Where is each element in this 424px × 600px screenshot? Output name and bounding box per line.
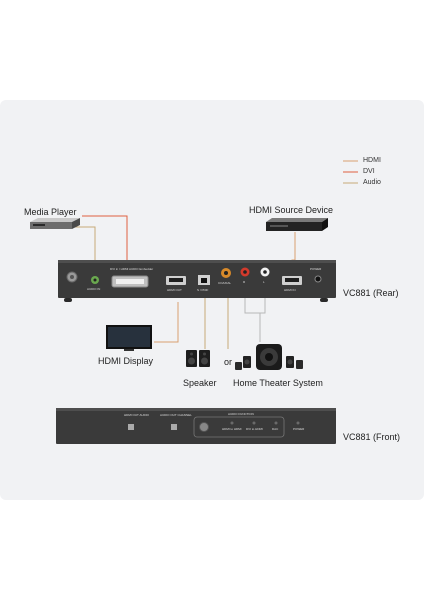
speaker-device: [186, 350, 210, 367]
hdmi-source-label: HDMI Source Device: [249, 205, 334, 215]
rear-coaxial-label: COAXIAL: [218, 281, 232, 285]
hdmi-display-label: HDMI Display: [98, 356, 154, 366]
media-player-device: [30, 218, 80, 229]
rear-hdmi-in-label: HDMI IN: [284, 288, 296, 292]
speaker-label: Speaker: [183, 378, 217, 388]
home-theater-label: Home Theater System: [233, 378, 323, 388]
front-dac-label: DAC: [272, 427, 279, 431]
legend-hdmi-label: HDMI: [363, 157, 381, 164]
media-player-label: Media Player: [24, 207, 77, 217]
front-panel: [56, 408, 336, 444]
home-theater-device: [235, 344, 303, 370]
legend-audio-label: Audio: [363, 179, 381, 186]
hdmi-display-cable: [154, 302, 179, 343]
rear-power-label: POWER: [310, 267, 322, 271]
rear-hdmi-out-label: HDMI OUT: [167, 288, 182, 292]
or-label: or: [224, 357, 233, 367]
front-hdmi-out-audio-label: HDMI OUT AUDIO: [124, 413, 149, 417]
front-audio-out-channel-label: AUDIO OUT CHANNEL: [160, 413, 192, 417]
front-audio-function-label: AUDIO FUNCTION: [228, 412, 254, 416]
rear-caption: VC881 (Rear): [343, 288, 399, 298]
front-power-label: POWER: [293, 427, 305, 431]
front-dvi-to-hdmi-label: DVI to HDMI: [246, 427, 263, 431]
rear-l-label: L: [263, 280, 265, 284]
rear-audio-in-label: AUDIO IN: [87, 287, 101, 291]
home-theater-cable-r: [260, 296, 266, 314]
dvi-cable: [82, 215, 128, 275]
front-hdmi-to-hdmi-label: HDMI to HDMI: [222, 427, 242, 431]
hdmi-display-device: [106, 325, 152, 351]
rear-spdif-label: S / PDIF: [197, 288, 209, 292]
rear-dvi-label: DVI in / HDMI AUDIO Embedder: [110, 267, 154, 271]
home-theater-cable: [244, 296, 261, 342]
rear-r-label: R: [243, 280, 246, 284]
rear-panel: [58, 260, 336, 302]
hdmi-source-device: [266, 218, 328, 231]
front-caption: VC881 (Front): [343, 432, 401, 442]
legend-dvi-label: DVI: [363, 168, 375, 175]
